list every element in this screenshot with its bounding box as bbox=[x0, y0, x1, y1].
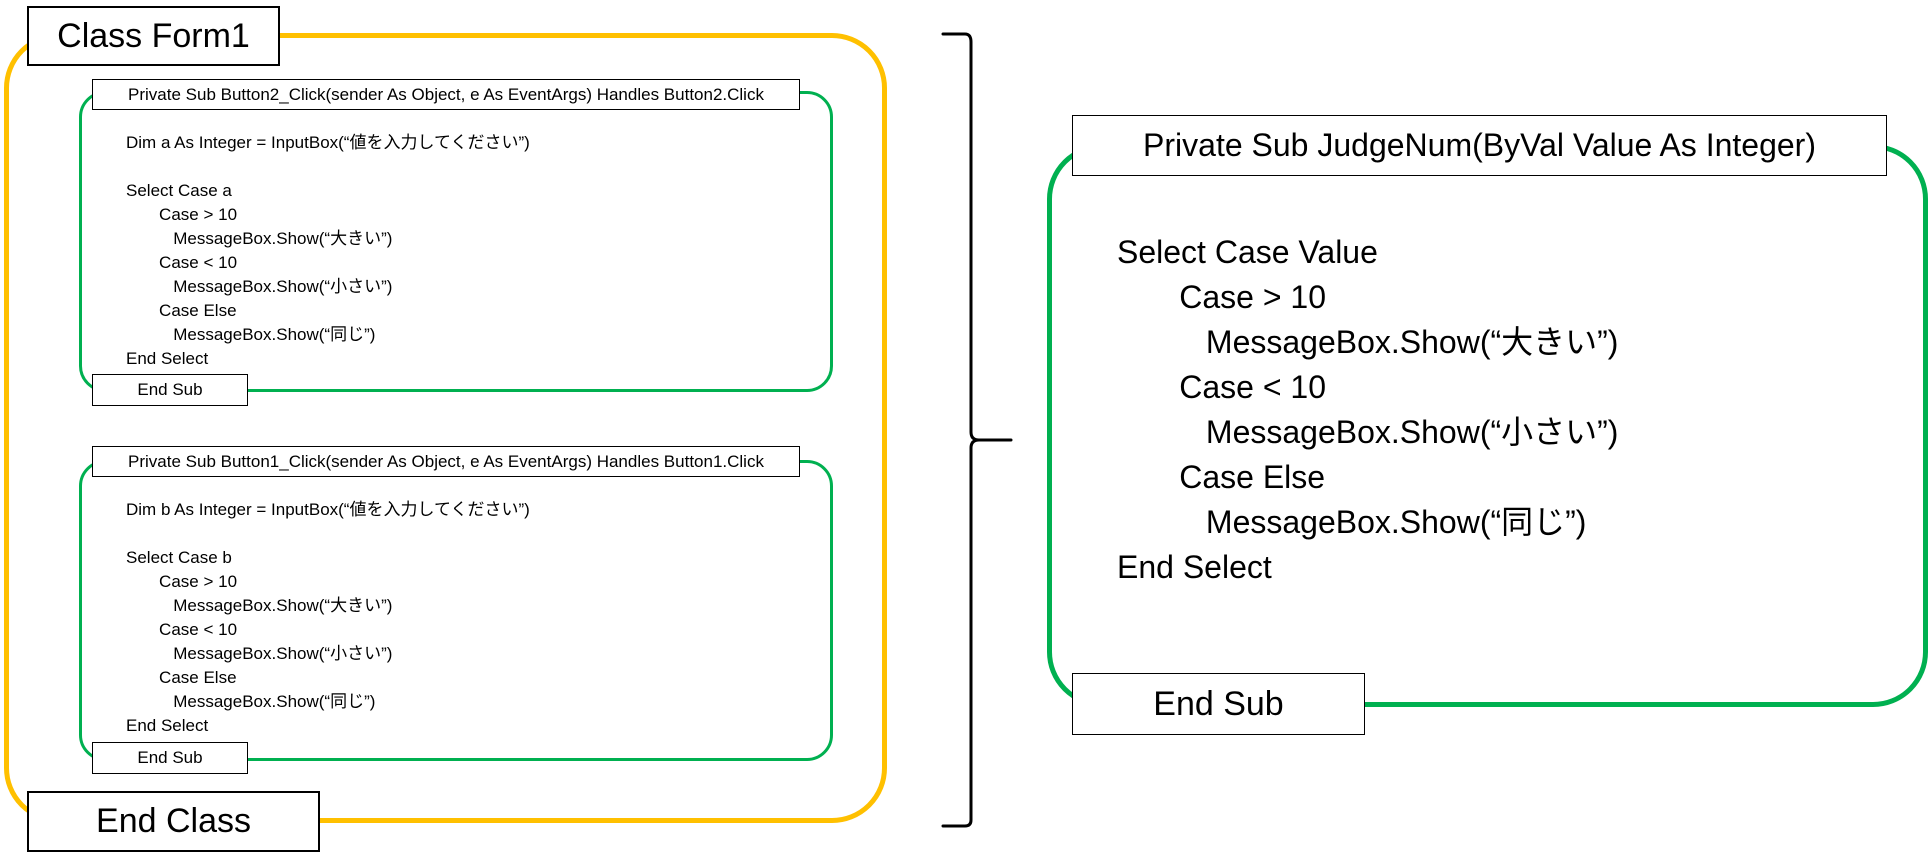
class-header-text: Class Form1 bbox=[57, 16, 250, 55]
class-footer-text: End Class bbox=[96, 802, 251, 840]
judgenum-sub-header: Private Sub JudgeNum(ByVal Value As Inte… bbox=[1072, 115, 1887, 176]
button1-sub-footer: End Sub bbox=[92, 742, 248, 774]
curly-brace-connector bbox=[941, 32, 1013, 828]
class-form1-frame bbox=[4, 33, 887, 823]
button1-sub-footer-text: End Sub bbox=[137, 748, 203, 767]
class-footer-label: End Class bbox=[27, 791, 320, 852]
judgenum-sub-footer-text: End Sub bbox=[1153, 684, 1284, 723]
button2-sub-header-text: Private Sub Button2_Click(sender As Obje… bbox=[128, 84, 764, 104]
button2-sub-footer-text: End Sub bbox=[137, 380, 203, 399]
button1-sub-header-text: Private Sub Button1_Click(sender As Obje… bbox=[128, 451, 764, 471]
button2-sub-footer: End Sub bbox=[92, 374, 248, 406]
class-header-label: Class Form1 bbox=[27, 6, 280, 66]
button1-sub-header: Private Sub Button1_Click(sender As Obje… bbox=[92, 446, 800, 477]
button1-sub-code: Dim b As Integer = InputBox(“値を入力してください”… bbox=[126, 500, 530, 735]
button2-sub-header: Private Sub Button2_Click(sender As Obje… bbox=[92, 79, 800, 110]
judgenum-sub-footer: End Sub bbox=[1072, 673, 1365, 735]
judgenum-sub-code: Select Case Value Case > 10 MessageBox.S… bbox=[1117, 234, 1619, 585]
button2-sub-code: Dim a As Integer = InputBox(“値を入力してください”… bbox=[126, 133, 530, 368]
judgenum-sub-header-text: Private Sub JudgeNum(ByVal Value As Inte… bbox=[1143, 127, 1816, 163]
